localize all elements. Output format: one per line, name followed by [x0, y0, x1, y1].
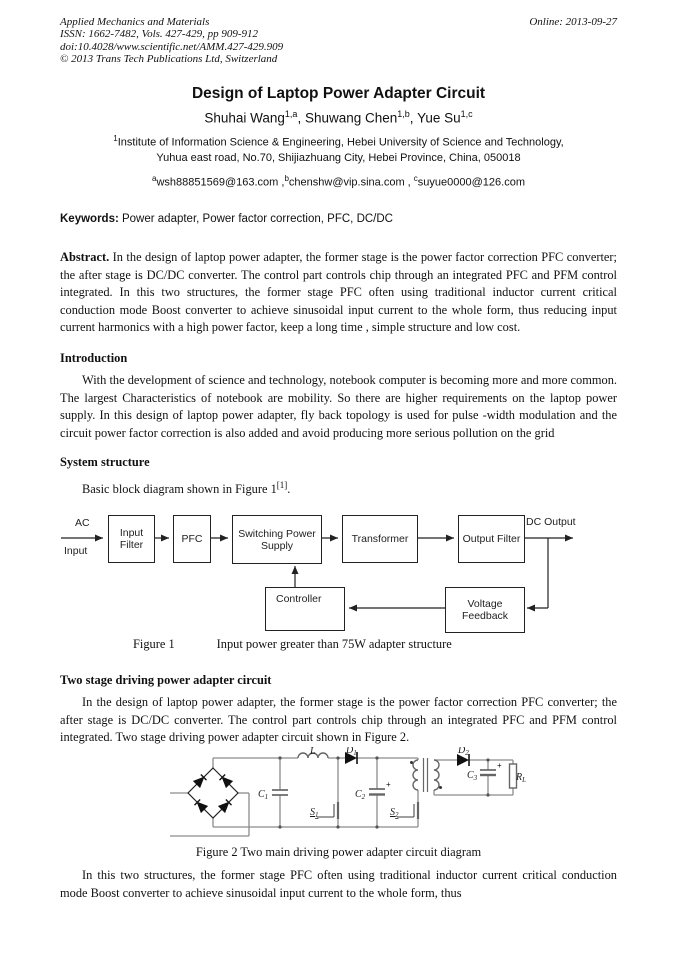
- email-line: awsh88851569@163.com ,bchenshw@vip.sina.…: [60, 174, 617, 189]
- circuit-wires: [170, 757, 514, 837]
- abstract-label: Abstract.: [60, 250, 110, 265]
- citation-ref: [1]: [276, 479, 288, 490]
- heading-system-structure: System structure: [60, 455, 150, 470]
- label-D2: D2: [457, 747, 469, 757]
- dc-output-label: DC Output: [526, 516, 576, 529]
- transformer-dot-secondary: [439, 785, 442, 789]
- label-S1: S1: [310, 807, 319, 819]
- label-L: L: [309, 747, 316, 757]
- affiliation-line2: Yuhua east road, No.70, Shijiazhuang Cit…: [156, 151, 521, 164]
- junction-dots: [278, 756, 490, 829]
- load-resistor: [508, 762, 518, 789]
- paper-page: Applied Mechanics and Materials ISSN: 16…: [55, 16, 625, 900]
- author-line: Shuhai Wang1,a, Shuwang Chen1,b, Yue Su1…: [60, 109, 617, 126]
- affiliation-sup: 1: [113, 134, 118, 144]
- abstract-text: In the design of laptop power adapter, t…: [60, 250, 617, 335]
- transformer-symbol: [410, 757, 442, 792]
- label-RL: RL: [515, 772, 526, 784]
- capacitor-c3: [480, 768, 496, 776]
- author-sup: 1,c: [460, 108, 473, 119]
- label-C1: C1: [258, 789, 268, 801]
- heading-two-stage: Two stage driving power adapter circuit: [60, 672, 272, 687]
- caption-gap: [175, 636, 217, 654]
- online-date: Online: 2013-09-27: [529, 16, 617, 28]
- mosfet-s1: [317, 801, 340, 819]
- figure2-caption: Figure 2 Two main driving power adapter …: [195, 844, 482, 859]
- diode-d1: [345, 751, 358, 764]
- sentence-period: .: [287, 481, 291, 496]
- inductor-symbol: [297, 752, 329, 758]
- journal-name: Applied Mechanics and Materials: [60, 16, 210, 28]
- affiliation-line1: 1Institute of Information Science & Engi…: [60, 132, 617, 150]
- transformer-dot-primary: [410, 760, 413, 764]
- keywords-label: Keywords:: [60, 213, 119, 226]
- block-switching-power-supply: Switching Power Supply: [232, 515, 322, 565]
- figure2-circuit-diagram: L D1 D2 C1 C2 C3 S1 S2 RL + +: [170, 745, 526, 837]
- heading-introduction: Introduction: [60, 350, 128, 365]
- affiliation-text1: Institute of Information Science & Engin…: [117, 136, 564, 149]
- label-C3: C3: [467, 770, 478, 782]
- plus-sign-c2: +: [386, 780, 391, 789]
- author-sep: ,: [297, 110, 305, 126]
- block-voltage-feedback: Voltage Feedback: [445, 587, 525, 634]
- block-pfc: PFC: [173, 515, 211, 564]
- closing-text: In this two structures, the former stage…: [60, 868, 617, 900]
- journal-issn: ISSN: 1662-7482, Vols. 427-429, pp 909-9…: [60, 28, 258, 41]
- figure1-block-diagram: AC Input DC Output Input Filter PFC Swit…: [55, 510, 625, 634]
- bridge-rectifier: [187, 766, 239, 819]
- email-sup: b: [284, 174, 289, 184]
- block-transformer: Transformer: [342, 515, 418, 564]
- mosfet-s2: [397, 801, 420, 819]
- author-name: Shuhai Wang: [204, 110, 285, 126]
- author-name: Yue Su: [417, 110, 461, 126]
- introduction-text: With the development of science and tech…: [60, 373, 617, 440]
- system-structure-sentence: Basic block diagram shown in Figure 1: [82, 481, 277, 496]
- email-sup: a: [152, 174, 157, 184]
- capacitor-c2: [369, 787, 385, 796]
- journal-copyright: © 2013 Trans Tech Publications Ltd, Swit…: [60, 53, 278, 66]
- author-sep: ,: [409, 110, 418, 126]
- journal-doi: doi:10.4028/www.scientific.net/AMM.427-4…: [60, 40, 284, 53]
- journal-header-left: Applied Mechanics and Materials ISSN: 16…: [60, 16, 283, 66]
- label-S2: S2: [390, 807, 399, 819]
- abstract: Abstract. In the design of laptop power …: [60, 249, 617, 337]
- block-output-filter: Output Filter: [458, 515, 525, 564]
- diode-d2: [457, 753, 470, 766]
- affiliation: 1Institute of Information Science & Engi…: [60, 132, 617, 165]
- figure1-caption-text: Input power greater than 75W adapter str…: [216, 637, 452, 652]
- label-D1: D1: [345, 747, 357, 757]
- email-sup: c: [413, 174, 418, 184]
- plus-sign-c3: +: [497, 761, 502, 770]
- figure1-caption-label: Figure 1: [133, 637, 175, 652]
- email-address: suyue0000@126.com: [417, 177, 525, 190]
- capacitor-c1: [272, 788, 288, 796]
- keywords-line: Keywords: Power adapter, Power factor co…: [60, 213, 617, 225]
- journal-header: Applied Mechanics and Materials ISSN: 16…: [60, 16, 617, 66]
- block-input-filter: Input Filter: [108, 515, 155, 564]
- email-address: chenshw@vip.sina.com ,: [288, 177, 414, 190]
- email-address: wsh88851569@163.com ,: [156, 177, 285, 190]
- label-C2: C2: [355, 789, 366, 801]
- page-title: Design of Laptop Power Adapter Circuit: [191, 84, 486, 102]
- figure1-caption: Figure 1 Input power greater than 75W ad…: [133, 636, 617, 654]
- author-sup: 1,b: [397, 108, 410, 119]
- author-sup: 1,a: [284, 108, 298, 119]
- system-structure-text: Basic block diagram shown in Figure 1[1]…: [60, 477, 617, 499]
- block-controller: Controller: [265, 587, 345, 632]
- ac-label: AC: [75, 517, 90, 530]
- input-label: Input: [64, 545, 88, 558]
- keywords-text: Power adapter, Power factor correction, …: [118, 213, 393, 226]
- author-name: Shuwang Chen: [304, 110, 398, 126]
- figure1-connectors: [61, 534, 573, 612]
- two-stage-text: In the design of laptop power adapter, t…: [60, 695, 617, 745]
